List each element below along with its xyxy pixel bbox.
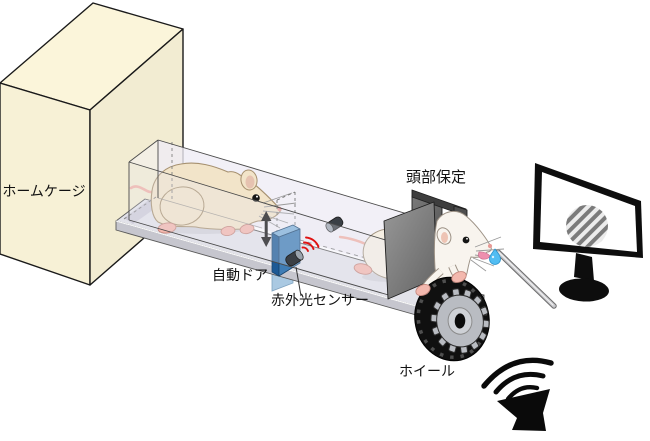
door-motion-arrow-icon xyxy=(261,211,272,247)
ir-sensor-front xyxy=(285,249,304,267)
mouse1-feet xyxy=(157,222,255,237)
home-cage-label: ホームケージ xyxy=(2,184,86,200)
wheel-axle-hole xyxy=(454,313,466,329)
water-drop-highlight xyxy=(491,255,495,259)
mouse2-hind-foot xyxy=(353,263,373,275)
visual-stimulus-monitor xyxy=(533,163,643,302)
monitor-base xyxy=(559,278,609,302)
sound-waves-icon xyxy=(481,357,554,402)
ir-sensor-label: 赤外光センサー xyxy=(271,293,369,309)
mouse2-tongue xyxy=(478,251,491,260)
speaker xyxy=(481,357,554,431)
water-drop-icon xyxy=(489,248,501,265)
mouse2-whiskers xyxy=(470,236,505,272)
mouse1-ear-inner xyxy=(245,175,255,189)
head-fixation-label: 頭部保定 xyxy=(406,168,467,186)
wheel-gear xyxy=(430,288,490,354)
wheel-label: ホイール xyxy=(399,364,455,380)
ir-waves-icon xyxy=(301,236,320,252)
mouse2-front-paws xyxy=(415,271,467,296)
lick-spout xyxy=(495,249,557,309)
mouse-in-corridor xyxy=(129,162,297,237)
mouse1-haunch xyxy=(159,186,205,226)
running-wheel xyxy=(414,271,490,362)
ir-sensor-back xyxy=(325,216,344,233)
mouse2-eye xyxy=(462,236,470,244)
auto-door-label: 自動ドア xyxy=(212,268,268,284)
sensor-leader-line xyxy=(295,266,302,297)
mouse2-nose xyxy=(487,243,493,249)
monitor-neck xyxy=(574,253,594,281)
mouse2-ear-inner xyxy=(441,232,448,243)
grating-stimulus xyxy=(566,205,608,247)
speaker-icon xyxy=(497,389,550,431)
